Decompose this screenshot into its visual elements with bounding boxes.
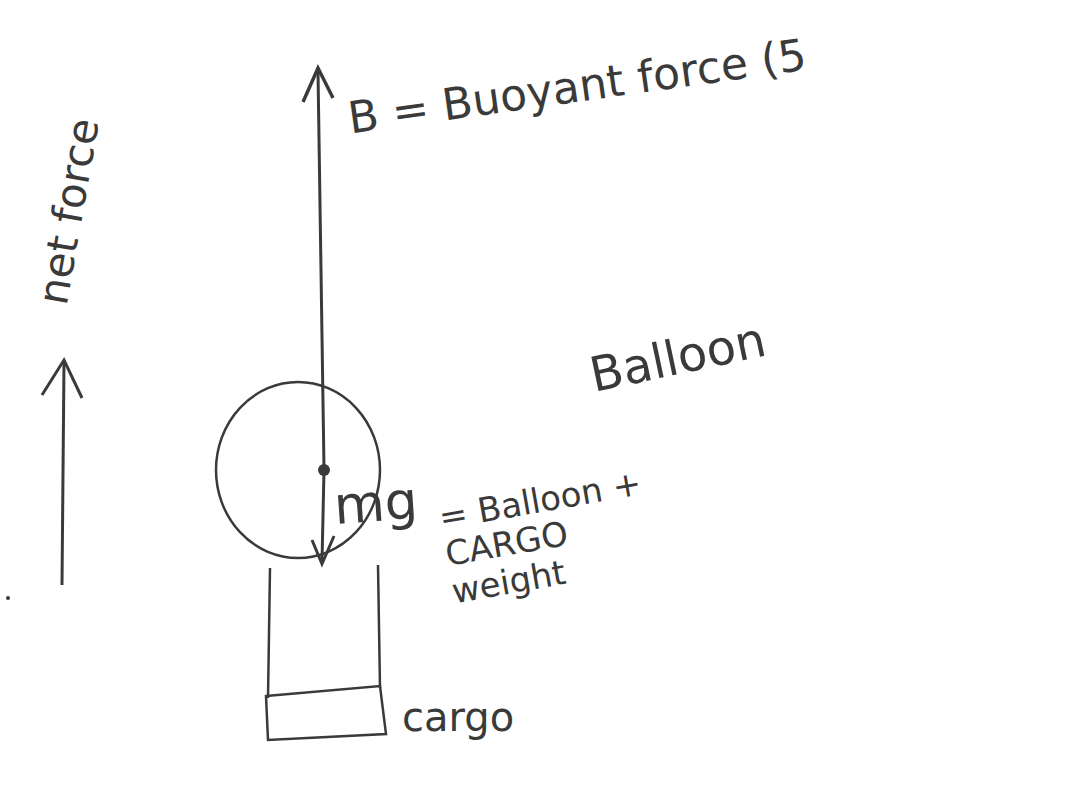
- net-force-arrow: [62, 362, 64, 585]
- string: [268, 568, 270, 698]
- arrow-head: [303, 68, 333, 102]
- handwritten-label: mg: [332, 472, 419, 535]
- handwritten-label: = Balloon + CARGO weight: [436, 463, 667, 611]
- cargo-box: cargo: [262, 680, 514, 760]
- handwritten-label: net force: [30, 115, 108, 308]
- handwritten-label: B = Buoyant force (5: [345, 31, 809, 143]
- buoyant-arrow: [318, 72, 324, 468]
- handwritten-label: Balloon: [585, 313, 770, 402]
- weight-arrow: [322, 470, 324, 562]
- arrow-head: [42, 360, 82, 398]
- node-text: cargo: [402, 694, 514, 740]
- arrow-head: [312, 536, 334, 564]
- string: [378, 565, 380, 688]
- cargo-outline: [262, 680, 394, 752]
- stray-dot: [6, 596, 10, 600]
